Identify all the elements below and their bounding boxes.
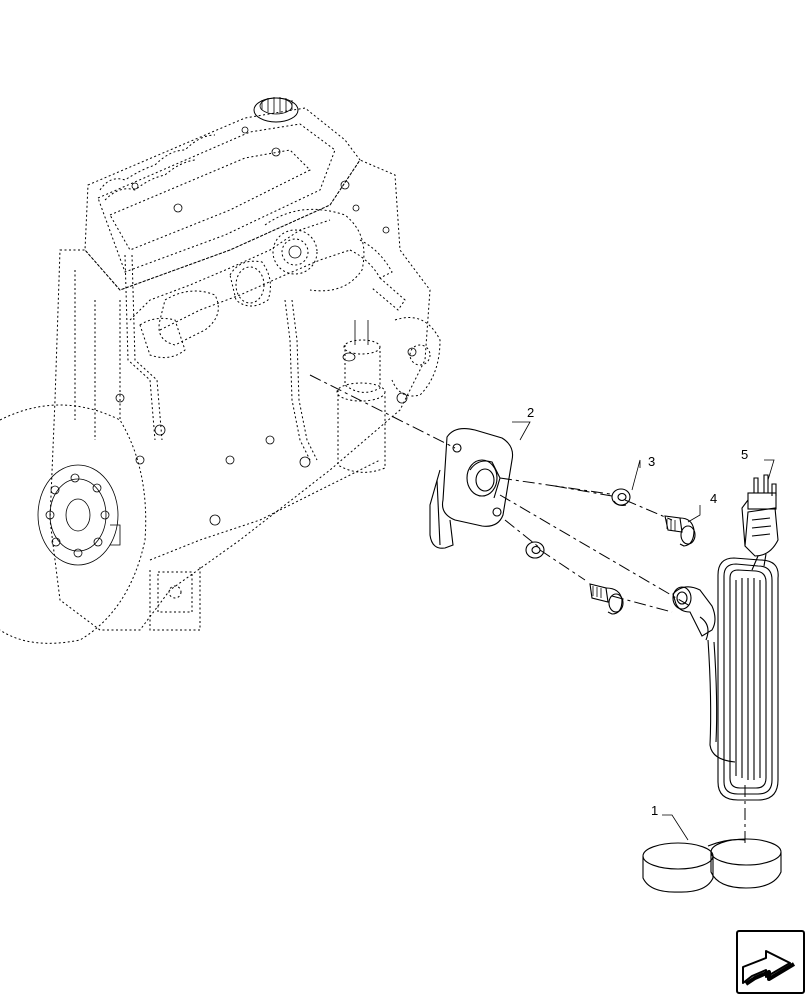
callout-1: 1	[651, 803, 658, 818]
part-5-block-heater	[672, 474, 779, 801]
forward-arrow-icon[interactable]	[736, 930, 805, 994]
callout-5: 5	[741, 447, 748, 462]
flywheel-housing	[0, 404, 147, 644]
turbocharger	[229, 208, 365, 307]
callout-leaders	[512, 421, 775, 841]
callout-3: 3	[648, 454, 655, 469]
callout-2: 2	[527, 405, 534, 420]
lower-washer	[525, 541, 545, 559]
part-4-bolt	[664, 515, 696, 547]
assembly-centerlines	[309, 374, 746, 845]
oil-filter	[336, 320, 386, 473]
part-1-clamps	[642, 838, 782, 893]
lower-bolt	[589, 583, 624, 615]
callout-4: 4	[710, 491, 717, 506]
engine-assembly	[0, 97, 441, 644]
part-3-washer	[611, 488, 631, 507]
part-2-adapter	[429, 428, 514, 549]
